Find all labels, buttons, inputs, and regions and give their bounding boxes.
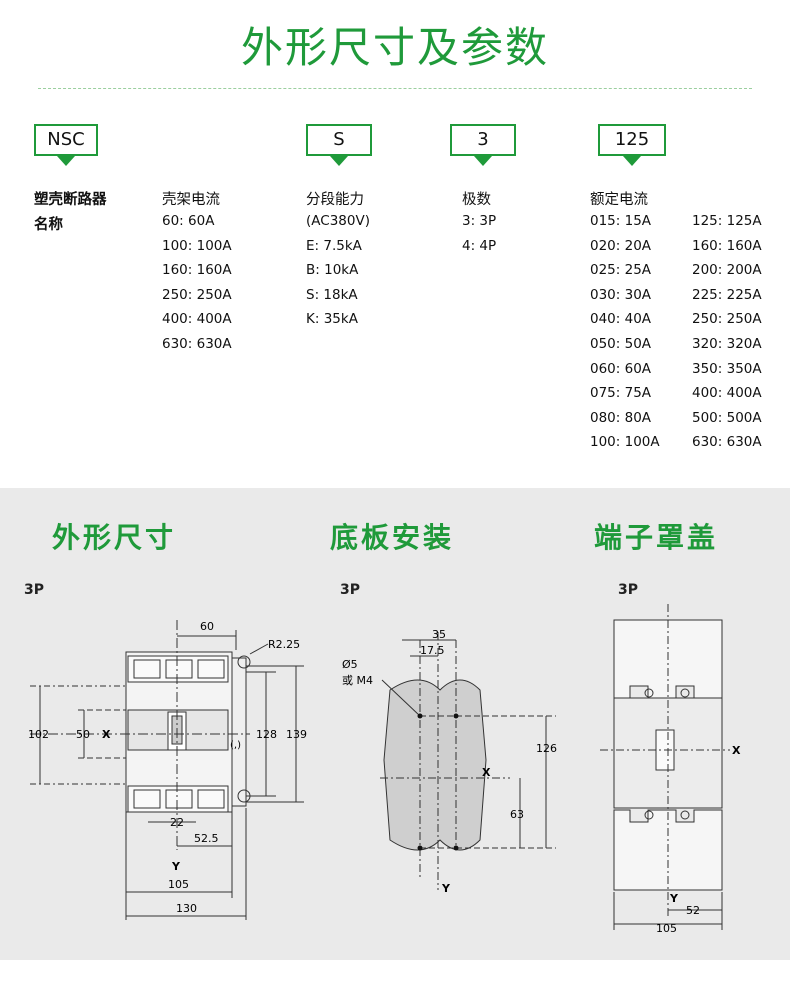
param-item: 250: 250A	[692, 311, 762, 328]
param-item: 040: 40A	[590, 311, 652, 328]
param-item: 100: 100A	[162, 237, 232, 254]
down-arrow-icon	[330, 156, 348, 166]
param-item: 030: 30A	[590, 286, 652, 303]
section-title-outline: 外形尺寸	[52, 521, 177, 554]
param-item: 075: 75A	[590, 385, 652, 402]
poles-title: 极数	[462, 192, 491, 208]
param-item: 200: 200A	[692, 262, 762, 279]
dim-label: 60	[200, 620, 214, 633]
param-item: 025: 25A	[590, 262, 652, 279]
dim-label: Ø5	[342, 658, 358, 671]
param-item: 015: 15A	[590, 213, 652, 229]
mounting-drawing: 35 17.5 Ø5 或 M4 126 63 X Y	[342, 628, 557, 895]
param-item: 250: 250A	[162, 286, 232, 303]
dim-label: 126	[536, 742, 557, 755]
dim-label: R2.25	[268, 638, 300, 651]
rated-list-1: 015: 15A 020: 20A 025: 25A 030: 30A 040: 40A…	[590, 209, 660, 455]
rated-title: 额定电流	[590, 192, 648, 208]
axis-x-label: X	[102, 728, 111, 741]
param-item: 400: 400A	[162, 311, 232, 328]
param-item: 125: 125A	[692, 213, 762, 229]
code-label: NSC	[34, 124, 98, 156]
param-item: E: 7.5kA	[306, 237, 362, 254]
poles-list: 3: 3P 4: 4P	[462, 209, 496, 258]
param-item: (AC380V)	[306, 213, 370, 229]
pole-tag: 3P	[24, 582, 45, 598]
param-item: S: 18kA	[306, 286, 358, 303]
breaking-list: (AC380V) E: 7.5kA B: 10kA S: 18kA K: 35kA	[306, 209, 370, 332]
dim-label: 22	[170, 816, 184, 829]
param-item: 320: 320A	[692, 335, 762, 352]
param-item: 050: 50A	[590, 335, 652, 352]
dim-label: 35	[432, 628, 446, 641]
param-item: 020: 20A	[590, 237, 652, 254]
param-item: 500: 500A	[692, 409, 762, 426]
pole-tag: 3P	[618, 582, 639, 598]
param-item: 350: 350A	[692, 360, 762, 377]
param-item: 630: 630A	[692, 434, 762, 451]
dim-label: 50	[76, 728, 90, 741]
axis-y-label: Y	[669, 892, 679, 905]
outline-drawing: 60 R2.25 102 50 X 128 139 (,) 22 52.5 Y …	[28, 620, 307, 920]
code-box-model: NSC	[34, 124, 98, 166]
page-title: 外形尺寸及参数	[240, 23, 549, 72]
code-box-rated: 125	[598, 124, 666, 166]
axis-x-label: X	[732, 744, 741, 757]
rated-list-2: 125: 125A 160: 160A 200: 200A 225: 225A 250:…	[692, 209, 762, 455]
code-box-breaking: S	[306, 124, 372, 166]
down-arrow-icon	[57, 156, 75, 166]
dim-label: 或 M4	[342, 674, 373, 687]
pole-tag: 3P	[340, 582, 361, 598]
param-item: 400: 400A	[692, 385, 762, 402]
dim-label: 63	[510, 808, 524, 821]
dim-label: 105	[168, 878, 189, 891]
dim-label: (,)	[230, 740, 241, 751]
param-item: 225: 225A	[692, 286, 762, 303]
dim-label: 52.5	[194, 832, 219, 845]
dim-label: 139	[286, 728, 307, 741]
param-item: 100: 100A	[590, 434, 660, 451]
name-label: 塑壳断路器	[34, 192, 107, 208]
axis-y-label: Y	[441, 882, 451, 895]
name-label-2: 名称	[34, 217, 63, 233]
param-item: 080: 80A	[590, 409, 652, 426]
section-title-mounting: 底板安装	[330, 521, 455, 554]
code-label: 3	[450, 124, 516, 156]
dim-label: 128	[256, 728, 277, 741]
param-item: K: 35kA	[306, 311, 358, 328]
axis-x-label: X	[482, 766, 491, 779]
param-item: B: 10kA	[306, 262, 359, 279]
code-box-poles: 3	[450, 124, 516, 166]
frame-title: 壳架电流	[162, 192, 220, 208]
code-label: S	[306, 124, 372, 156]
breaking-title: 分段能力	[306, 192, 364, 208]
section-title-cover: 端子罩盖	[594, 521, 719, 554]
dim-label: 105	[656, 922, 677, 935]
dim-label: 102	[28, 728, 49, 741]
frame-list: 60: 60A 100: 100A 160: 160A 250: 250A 400: 4…	[162, 209, 232, 357]
param-item: 160: 160A	[692, 237, 762, 254]
param-item: 3: 3P	[462, 213, 497, 229]
dim-label: 130	[176, 902, 197, 915]
param-item: 630: 630A	[162, 335, 232, 352]
param-item: 160: 160A	[162, 262, 232, 279]
code-label: 125	[598, 124, 666, 156]
dim-label: 52	[686, 904, 700, 917]
down-arrow-icon	[474, 156, 492, 166]
param-item: 060: 60A	[590, 360, 652, 377]
title-divider	[38, 88, 752, 89]
param-item: 60: 60A	[162, 213, 215, 229]
down-arrow-icon	[623, 156, 641, 166]
cover-drawing: X Y 52 105	[600, 604, 741, 935]
param-item: 4: 4P	[462, 237, 497, 254]
axis-y-label: Y	[171, 860, 181, 873]
dim-label: 17.5	[420, 644, 445, 657]
